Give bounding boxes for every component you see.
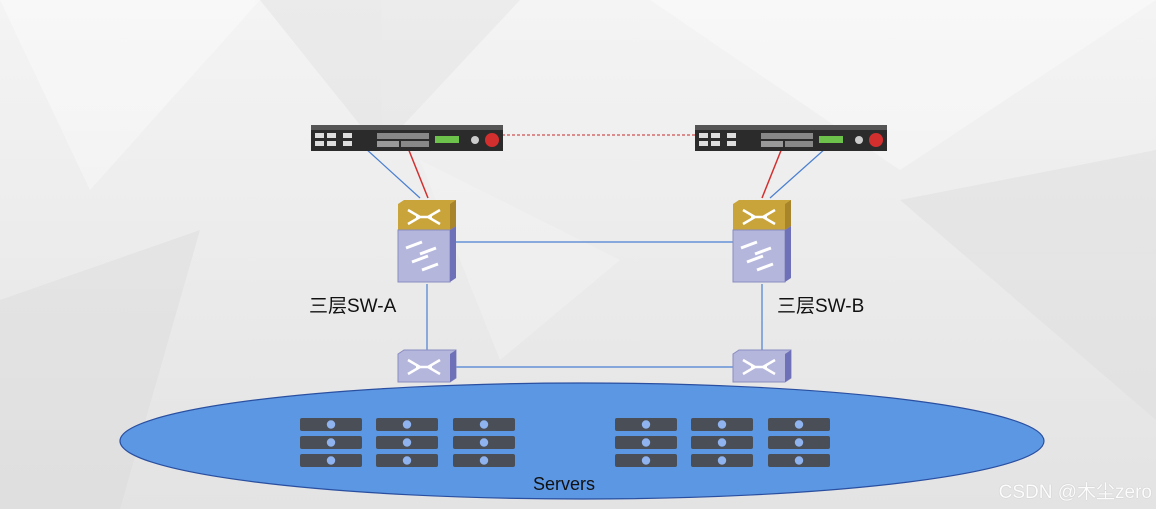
server-rack-group bbox=[300, 418, 362, 467]
link-fw-right-blue bbox=[769, 147, 827, 199]
l3-switch-b-label: 三层SW-B bbox=[777, 296, 865, 317]
server-rack-group bbox=[768, 418, 830, 467]
access-switch-right-icon[interactable] bbox=[731, 348, 793, 384]
server-rack-group bbox=[691, 418, 753, 467]
l3-switch-a-label: 三层SW-A bbox=[309, 296, 397, 317]
server-rack-group bbox=[376, 418, 438, 467]
server-rack-group bbox=[453, 418, 515, 467]
link-fw-left-blue bbox=[364, 147, 421, 199]
server-rack-group bbox=[615, 418, 677, 467]
link-fw-left-red bbox=[407, 147, 429, 199]
l3-switch-a-icon[interactable] bbox=[396, 198, 458, 284]
firewall-right-icon[interactable] bbox=[695, 125, 887, 151]
firewall-left-icon[interactable] bbox=[311, 125, 503, 151]
l3-switch-b-icon[interactable] bbox=[731, 198, 793, 284]
server-zone-label: Servers bbox=[533, 474, 596, 494]
access-switch-left-icon[interactable] bbox=[396, 348, 458, 384]
watermark: CSDN @木尘zero bbox=[998, 482, 1152, 503]
server-zone-ellipse bbox=[119, 382, 1045, 500]
link-fw-right-red bbox=[761, 147, 783, 199]
